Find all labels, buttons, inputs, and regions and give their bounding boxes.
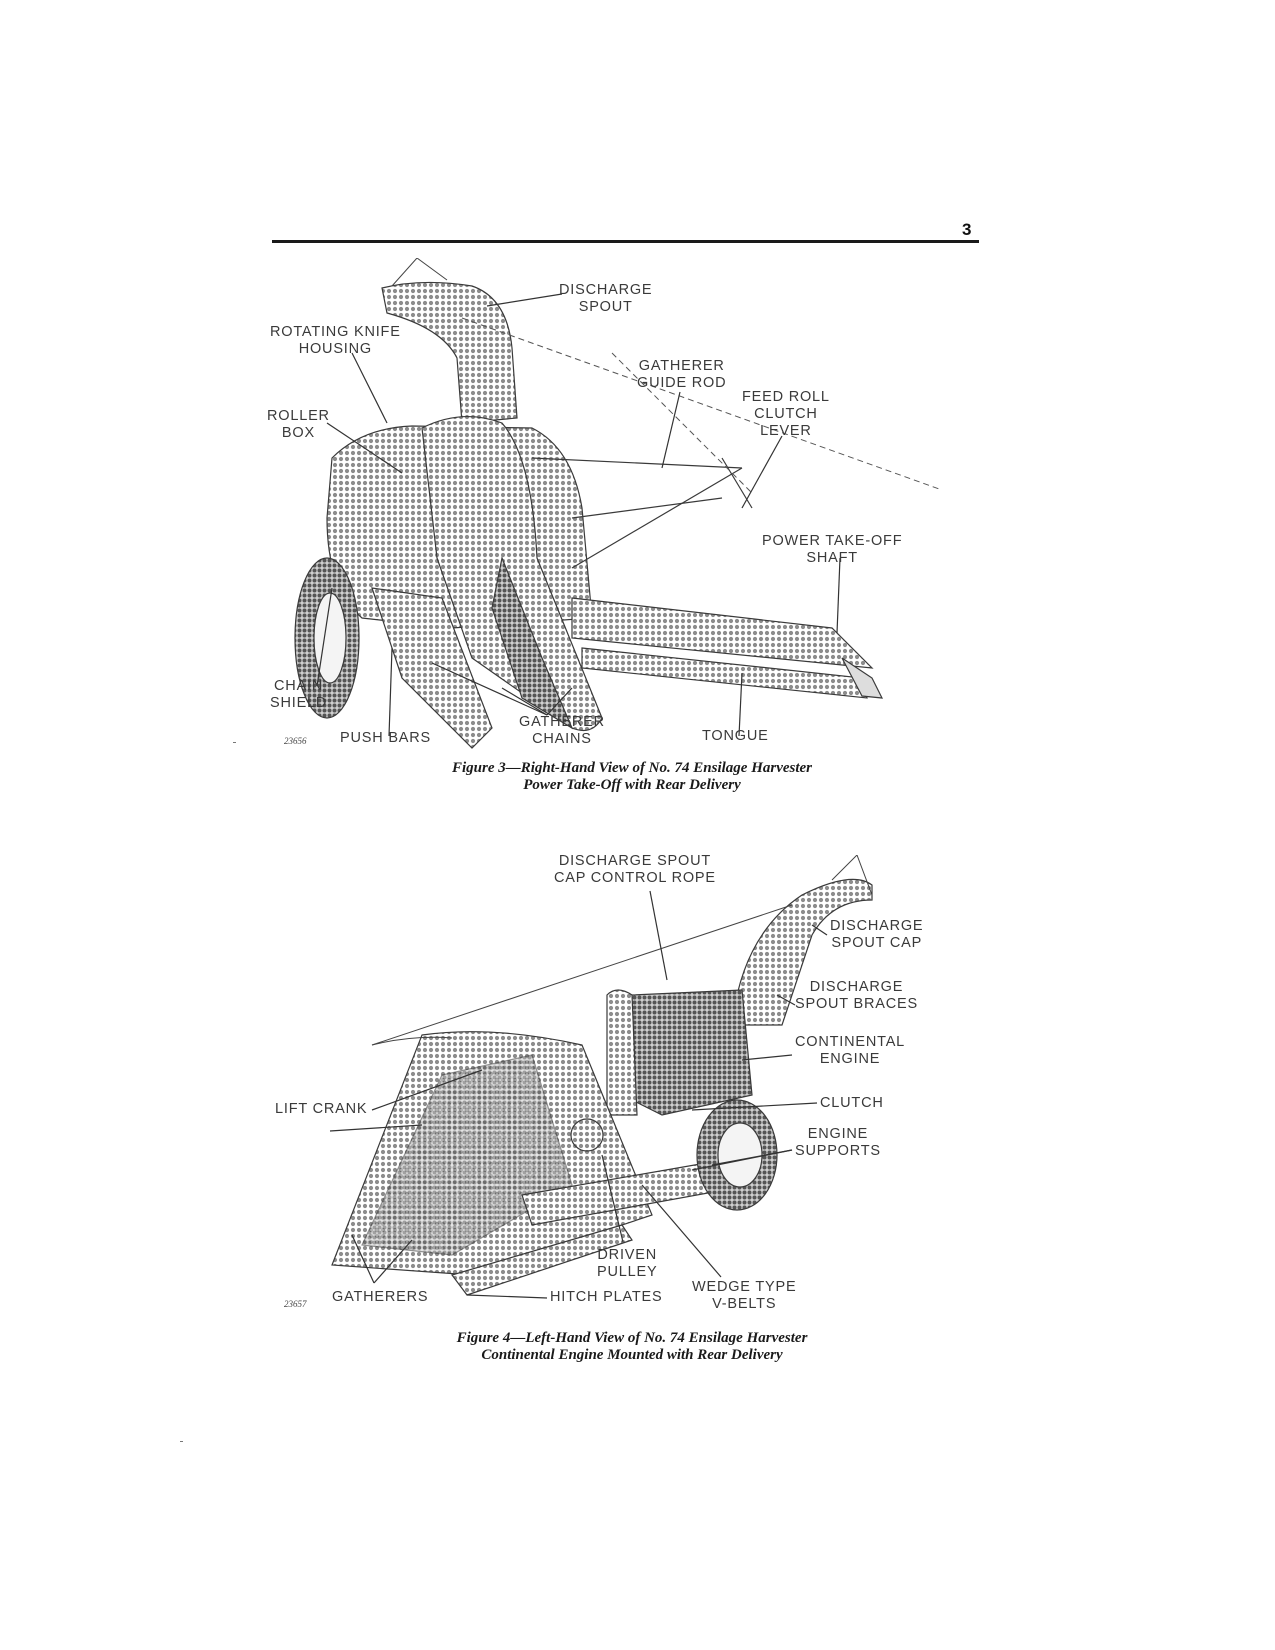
label-tongue: TONGUE [702,728,769,744]
label-lift-crank: LIFT CRANK [275,1101,368,1117]
figure-4-illustration [329,855,873,1299]
label-gatherer-guide-rod: GATHERER GUIDE ROD [637,358,727,391]
label-hitch-plates: HITCH PLATES [550,1289,663,1305]
label-continental-engine: CONTINENTAL ENGINE [795,1034,906,1067]
figure-4-caption: Figure 4—Left-Hand View of No. 74 Ensila… [272,1330,992,1364]
figure-3: DISCHARGE SPOUT ROTATING KNIFE HOUSING G… [267,258,992,760]
label-clutch: CLUTCH [820,1095,884,1111]
figure-3-illustration [294,258,943,749]
figure-4-caption-line-2: Continental Engine Mounted with Rear Del… [481,1347,783,1363]
label-roller-box: ROLLER BOX [267,408,330,441]
label-chain-shield: CHAIN SHIELD [270,678,328,711]
label-push-bars: PUSH BARS [340,730,431,746]
label-gatherer-chains: GATHERER CHAINS [519,714,605,747]
label-gatherers: GATHERERS [332,1289,429,1305]
figure-3-number: 23656 [284,736,307,746]
label-feed-roll-clutch-lever: FEED ROLL CLUTCH LEVER [742,389,830,439]
label-discharge-spout-cap: DISCHARGE SPOUT CAP [830,918,924,951]
figure-3-caption-line-2: Power Take-Off with Rear Delivery [523,777,741,793]
label-engine-supports: ENGINE SUPPORTS [795,1126,881,1159]
label-wedge-type-v-belts: WEDGE TYPE V-BELTS [692,1279,797,1312]
scan-speck [180,1441,183,1442]
page-number: 3 [962,220,972,239]
figure-4-caption-line-1: Figure 4—Left-Hand View of No. 74 Ensila… [456,1330,808,1346]
label-discharge-spout-braces: DISCHARGE SPOUT BRACES [795,979,918,1012]
figure-4: DISCHARGE SPOUT CAP CONTROL ROPE DISCHAR… [272,853,992,1365]
figure-4-number: 23657 [284,1299,307,1309]
label-driven-pulley: DRIVEN PULLEY [597,1247,658,1280]
label-power-take-off-shaft: POWER TAKE-OFF SHAFT [762,533,903,566]
figure-3-caption: Figure 3—Right-Hand View of No. 74 Ensil… [272,760,992,794]
header-rule [272,240,979,243]
label-discharge-spout: DISCHARGE SPOUT [559,282,653,315]
figure-3-caption-line-1: Figure 3—Right-Hand View of No. 74 Ensil… [451,760,813,776]
label-discharge-spout-cap-control-rope: DISCHARGE SPOUT CAP CONTROL ROPE [554,853,716,886]
scan-speck [233,742,236,743]
label-rotating-knife-housing: ROTATING KNIFE HOUSING [270,324,401,357]
